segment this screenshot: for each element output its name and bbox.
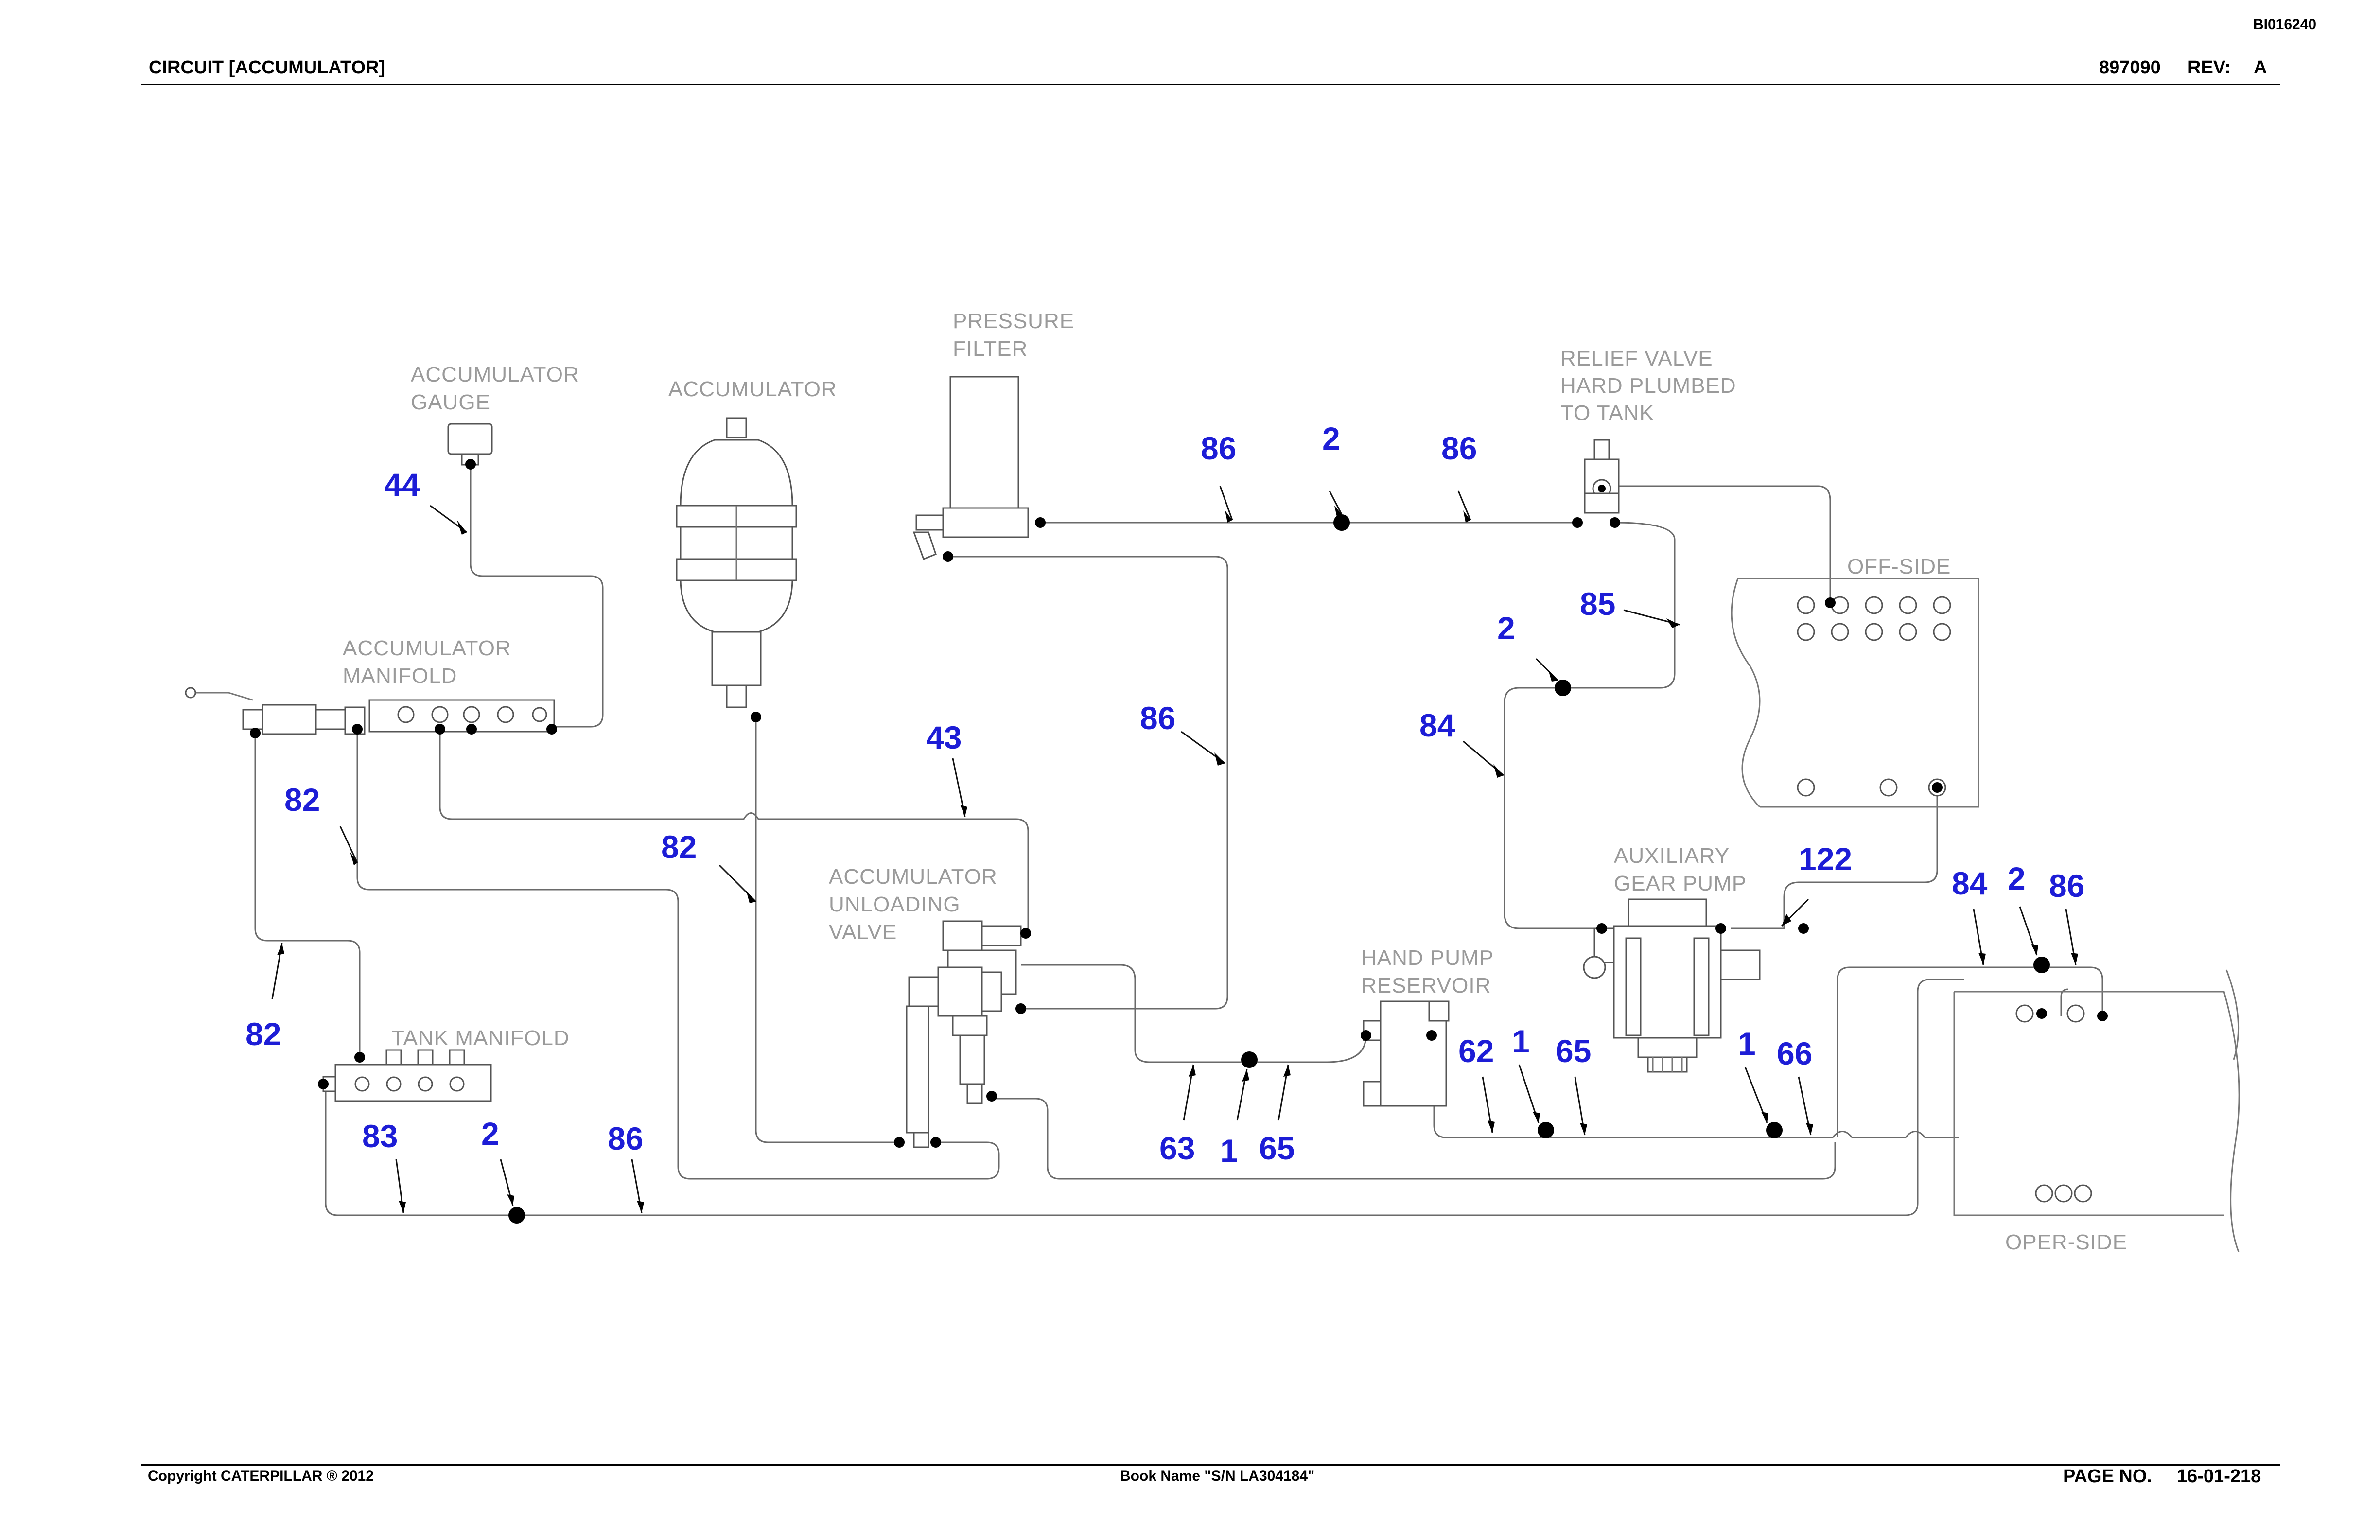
label-tank-manifold: TANK MANIFOLD: [391, 1026, 570, 1050]
header-rule: [141, 84, 2280, 85]
hose-reservoir-pump: [1433, 1035, 1959, 1138]
label-oper-side: OPER-SIDE: [2005, 1230, 2127, 1254]
callout-82-b: 82: [661, 829, 697, 865]
hose-gauge-manifold: [470, 464, 604, 728]
callout-86-c: 86: [1140, 700, 1175, 736]
callout-86-a: 86: [1201, 430, 1236, 466]
hose-84-pump: [1504, 687, 1602, 929]
label-relief-valve-2: HARD PLUMBED: [1560, 374, 1736, 398]
callout-44: 44: [384, 467, 420, 503]
label-hand-pump-2: RESERVOIR: [1361, 974, 1491, 998]
footer-rule: [141, 1464, 2280, 1466]
callout-82-a: 82: [284, 782, 320, 818]
hose-accumulator-unloading: [755, 717, 899, 1143]
rev-label: REV:: [2188, 57, 2231, 78]
callout-86-d: 86: [2049, 868, 2084, 904]
page-value: 16-01-218: [2177, 1466, 2261, 1487]
hose-manifold-43: [439, 732, 1029, 933]
hose-filter-unloading: [950, 556, 1228, 1010]
hose-lines: [254, 464, 2103, 1216]
callout-1-c: 1: [1220, 1133, 1238, 1169]
callout-1-a: 1: [1512, 1023, 1530, 1059]
label-accumulator-gauge-1: ACCUMULATOR: [411, 363, 579, 386]
hand-pump-reservoir: [1363, 1000, 1450, 1107]
accumulator-manifold: [185, 687, 555, 735]
label-accumulator: ACCUMULATOR: [668, 377, 837, 401]
label-unloading-valve-1: ACCUMULATOR: [829, 865, 998, 889]
hose-82-left: [254, 734, 361, 1052]
callout-2-c: 2: [2008, 860, 2026, 896]
accumulator-gauge: [447, 423, 493, 466]
hose-unloading-reservoir: [1021, 964, 1367, 1063]
auxiliary-gear-pump: [1583, 898, 1761, 1073]
callout-84-b: 84: [1952, 865, 1988, 901]
label-pressure-filter-1: PRESSURE: [953, 309, 1074, 333]
label-off-side: OFF-SIDE: [1847, 555, 1951, 578]
off-side-block: [1731, 578, 1979, 808]
callout-86-b: 86: [1441, 430, 1477, 466]
hose-offside-down: [1731, 788, 1938, 929]
page-title: CIRCUIT [ACCUMULATOR]: [149, 57, 385, 78]
hose-right-84-86: [1837, 966, 2103, 1138]
callout-2-b: 2: [1497, 610, 1515, 646]
callout-63: 63: [1159, 1130, 1195, 1166]
callout-86-e: 86: [608, 1120, 643, 1156]
callout-2-a: 2: [1322, 420, 1340, 456]
hose-82-middle: [356, 729, 1000, 1180]
copyright: Copyright CATERPILLAR ® 2012: [148, 1468, 374, 1484]
off-side-ports: [1797, 596, 1951, 797]
callout-numbers: 44 86 2 86 85 2 84 86 43 82 82 82 122 84…: [245, 420, 2084, 1169]
hose-unloading-lower: [994, 1098, 1836, 1180]
label-accumulator-manifold-1: ACCUMULATOR: [343, 636, 511, 660]
doc-code: BI016240: [2253, 17, 2317, 33]
part-number: 897090: [2099, 57, 2161, 78]
oper-side-block: [1953, 969, 2240, 1252]
callout-84-a: 84: [1419, 707, 1455, 743]
callout-65-a: 65: [1556, 1033, 1591, 1069]
callout-2-d: 2: [481, 1116, 499, 1152]
label-relief-valve-1: RELIEF VALVE: [1560, 347, 1713, 370]
junction-dots: [250, 459, 2108, 1224]
hose-relief-offside: [1599, 485, 1831, 603]
component-labels: ACCUMULATOR GAUGE ACCUMULATOR PRESSURE F…: [343, 309, 2127, 1254]
hose-relief-return: [1568, 522, 1676, 689]
callout-66: 66: [1777, 1035, 1812, 1071]
callout-65-b: 65: [1259, 1130, 1295, 1166]
label-pressure-filter-2: FILTER: [953, 337, 1028, 361]
hose-tank-bottom: [325, 979, 1964, 1216]
callout-1-b: 1: [1738, 1026, 1756, 1062]
relief-valve: [1584, 439, 1620, 514]
callout-83: 83: [362, 1118, 398, 1154]
accumulator-tank: [676, 417, 797, 708]
label-gear-pump-2: GEAR PUMP: [1614, 872, 1747, 895]
accumulator-unloading-valve: [906, 920, 1022, 1148]
label-gear-pump-1: AUXILIARY: [1614, 844, 1730, 868]
label-hand-pump-1: HAND PUMP: [1361, 946, 1494, 970]
book-name: Book Name "S/N LA304184": [1120, 1468, 1315, 1484]
callout-85: 85: [1580, 586, 1615, 622]
callout-82-c: 82: [245, 1016, 281, 1052]
label-accumulator-gauge-2: GAUGE: [411, 390, 490, 414]
tank-manifold: [322, 1049, 492, 1102]
label-relief-valve-3: TO TANK: [1560, 401, 1654, 425]
pressure-filter: [912, 376, 1029, 560]
label-unloading-valve-2: UNLOADING: [829, 892, 961, 916]
label-accumulator-manifold-2: MANIFOLD: [343, 664, 457, 688]
callout-62: 62: [1458, 1033, 1494, 1069]
label-unloading-valve-3: VALVE: [829, 920, 897, 944]
leader-arrows: [271, 486, 2078, 1213]
rev-value: A: [2254, 57, 2267, 78]
page-label: PAGE NO.: [2063, 1466, 2152, 1487]
callout-122: 122: [1799, 841, 1852, 877]
callout-43: 43: [926, 719, 962, 755]
